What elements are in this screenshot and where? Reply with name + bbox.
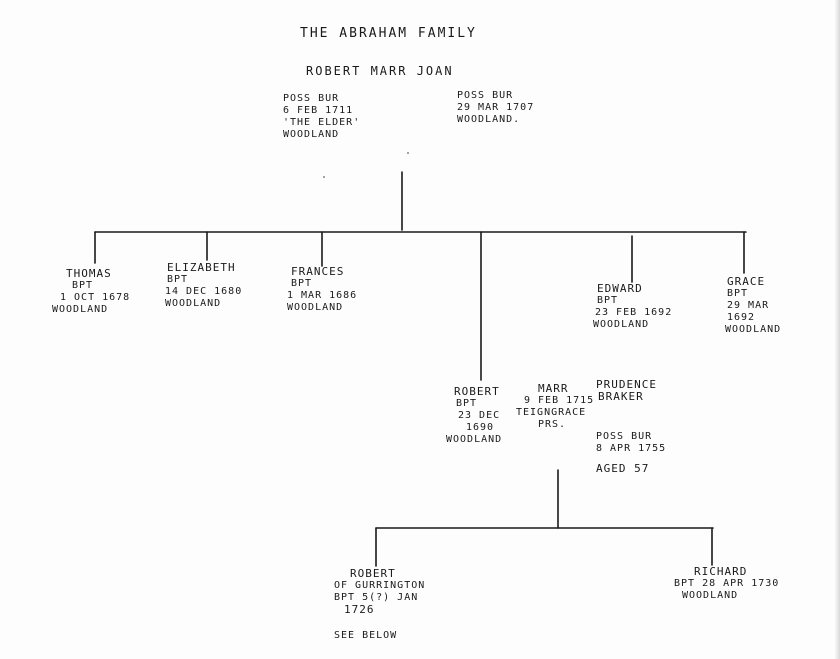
- see-below-note: SEE BELOW: [334, 630, 398, 641]
- note-line: POSS BUR: [283, 93, 340, 104]
- child-detail: WOODLAND: [725, 324, 782, 335]
- paper-edge-shadow: [834, 0, 840, 659]
- paper-speck: [407, 152, 409, 154]
- paper-speck: [323, 176, 325, 178]
- note-line: POSS BUR: [596, 431, 653, 442]
- prudence-notes: POSS BUR 8 APR 1755: [596, 431, 666, 455]
- grandchild-detail: OF GURRINGTON: [334, 580, 426, 591]
- grandchild-detail: WOODLAND: [682, 590, 739, 601]
- marriage-detail: 9 FEB 1715: [524, 395, 595, 406]
- child-detail: BPT: [167, 274, 189, 285]
- note-line: POSS BUR: [457, 90, 514, 101]
- child-detail: WOODLAND: [593, 319, 650, 330]
- tree-title: THE ABRAHAM FAMILY: [300, 26, 477, 41]
- marriage2-details: MARR 9 FEB 1715 TEIGNGRACE PRS.: [516, 383, 593, 431]
- child-detail: 29 MAR: [727, 300, 770, 311]
- child-detail: 14 DEC 1680: [165, 286, 243, 297]
- child-thomas: THOMAS BPT 1 OCT 1678 WOODLAND: [52, 268, 129, 316]
- child-name: GRACE: [727, 275, 766, 288]
- grandchild-detail: 1726: [344, 603, 375, 616]
- child-edward: EDWARD BPT 23 FEB 1692 WOODLAND: [593, 283, 673, 331]
- note-line: 8 APR 1755: [596, 443, 667, 454]
- child-detail: BPT: [456, 398, 478, 409]
- spouse-name: BRAKER: [598, 390, 644, 403]
- note-line: WOODLAND.: [457, 114, 521, 125]
- child-elizabeth: ELIZABETH BPT 14 DEC 1680 WOODLAND: [165, 262, 242, 310]
- marriage-label: MARR: [538, 382, 569, 395]
- child-detail: BPT: [291, 278, 313, 289]
- robert-elder-notes: POSS BUR 6 FEB 1711 'THE ELDER' WOODLAND: [283, 93, 360, 141]
- child-name: ELIZABETH: [167, 261, 236, 274]
- child-detail: 1692: [727, 312, 756, 323]
- child-detail: BPT: [727, 288, 749, 299]
- child-name: FRANCES: [291, 265, 345, 278]
- note-line: WOODLAND: [283, 129, 340, 140]
- spouse-prudence: PRUDENCE BRAKER: [596, 379, 657, 403]
- marriage-detail: TEIGNGRACE: [516, 407, 587, 418]
- child-detail: WOODLAND: [446, 434, 503, 445]
- joan-notes: POSS BUR 29 MAR 1707 WOODLAND.: [457, 90, 534, 126]
- note-line: 6 FEB 1711: [283, 105, 354, 116]
- note-line: 29 MAR 1707: [457, 102, 535, 113]
- grandchild-detail: BPT 28 APR 1730: [674, 578, 780, 589]
- parents-couple: ROBERT MARR JOAN: [306, 64, 454, 78]
- marriage-detail: PRS.: [538, 419, 567, 430]
- grandchild-name: ROBERT: [350, 567, 396, 580]
- grandchild-detail: BPT 5(?) JAN: [334, 592, 419, 603]
- child-name: EDWARD: [597, 282, 643, 295]
- child-detail: WOODLAND: [52, 304, 109, 315]
- child-detail: 23 FEB 1692: [595, 307, 673, 318]
- child-grace: GRACE BPT 29 MAR 1692 WOODLAND: [725, 276, 781, 336]
- note-line: 'THE ELDER': [283, 117, 361, 128]
- grandchild-richard: RICHARD BPT 28 APR 1730 WOODLAND: [674, 566, 779, 602]
- spouse-name: PRUDENCE: [596, 378, 657, 391]
- child-detail: WOODLAND: [287, 302, 344, 313]
- prudence-age: AGED 57: [596, 462, 650, 475]
- grandchild-name: RICHARD: [694, 565, 748, 578]
- child-detail: 1690: [466, 422, 495, 433]
- child-detail: BPT: [597, 295, 619, 306]
- child-detail: 1 OCT 1678: [60, 292, 131, 303]
- child-frances: FRANCES BPT 1 MAR 1686 WOODLAND: [287, 266, 357, 314]
- child-detail: BPT: [72, 280, 94, 291]
- child-detail: 1 MAR 1686: [287, 290, 358, 301]
- child-name: THOMAS: [66, 267, 112, 280]
- child-detail: WOODLAND: [165, 298, 222, 309]
- child-detail: 23 DEC: [458, 410, 501, 421]
- child-name: ROBERT: [454, 385, 500, 398]
- child-robert: ROBERT BPT 23 DEC 1690 WOODLAND: [446, 386, 502, 446]
- grandchild-robert: ROBERT OF GURRINGTON BPT 5(?) JAN 1726: [334, 568, 425, 616]
